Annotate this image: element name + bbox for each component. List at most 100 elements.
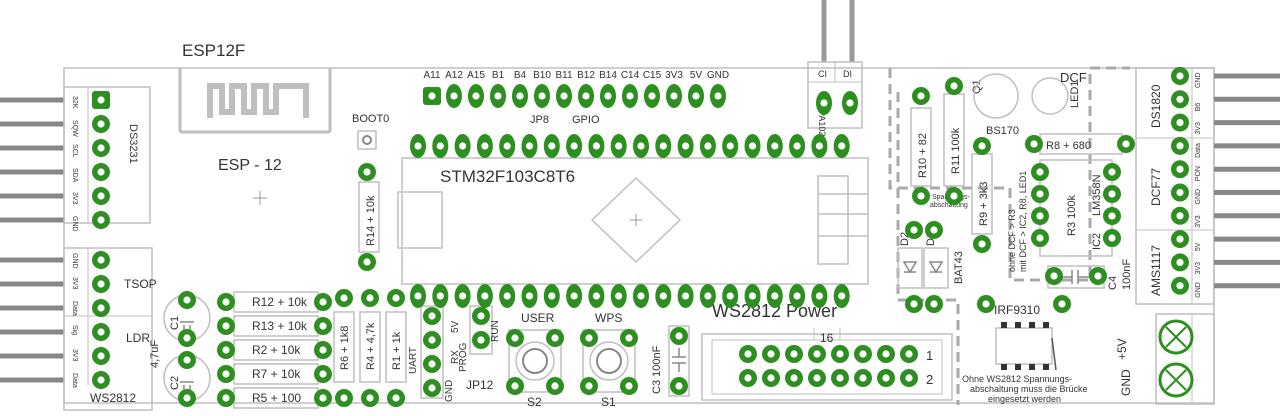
c1-label: C1 — [169, 316, 181, 330]
resistor-ref: R4 — [365, 356, 377, 370]
button-pad-hole — [511, 382, 519, 390]
stm32-module: STM32F103C8T6 — [397, 157, 869, 285]
resistor-ref: R12 — [252, 295, 274, 309]
gpio-pin-label: B12 — [577, 70, 595, 81]
gpio-pad-hole — [714, 92, 722, 100]
note-2: mit DCF > IC2, R8, LED1 — [1018, 171, 1028, 272]
resistor-value: 4,7k — [365, 322, 377, 343]
stm32-bottom-pad-hole — [704, 292, 712, 300]
dcf-area-pad-hole — [1108, 234, 1116, 242]
ws-pin16: 16 — [820, 331, 834, 345]
jp12-run: RUN — [490, 320, 501, 342]
cap-value: 4,7uF — [149, 340, 161, 368]
dcf-area-pad-hole — [1122, 140, 1130, 148]
irf-pin — [1029, 364, 1035, 370]
stm32-top-pad-hole — [615, 142, 623, 150]
sensor-pad-hole — [97, 328, 105, 336]
ws-power-pad-hole — [882, 350, 890, 358]
stm32-top-pad-hole — [704, 142, 712, 150]
r14-pad-top-hole — [363, 168, 371, 176]
ds3231-pad-hole — [97, 192, 105, 200]
ws-power-pad-hole — [744, 350, 752, 358]
gpio-name: GPIO — [572, 114, 600, 126]
right-pin-label: GND — [1195, 72, 1202, 88]
ws-power-pad-hole — [790, 350, 798, 358]
dcf-area-pad-hole — [1030, 140, 1038, 148]
gpio-pin-label: GND — [707, 70, 729, 81]
pads — [92, 67, 1189, 407]
ws-power-pad-hole — [813, 374, 821, 382]
right-pin-label: PON — [1195, 166, 1202, 181]
gpio-pin-label: B10 — [533, 70, 551, 81]
r11-label: R11 100k — [950, 127, 962, 174]
resistor-value: 100 — [281, 391, 301, 405]
c4-value: 100nF — [1121, 259, 1133, 290]
stm32-top-pad-hole — [748, 142, 757, 150]
esp12-label: ESP - 12 — [218, 157, 282, 174]
right-pin-label: GND — [1195, 282, 1202, 298]
jp12-rx: RX — [450, 350, 461, 364]
button-pad-hole — [585, 382, 593, 390]
ws-power-pad-hole — [905, 350, 913, 358]
r14-resistor: R14 + 10k — [358, 181, 380, 253]
dcf-area-pad-hole — [1050, 272, 1058, 280]
stm32-bottom-pad-hole — [838, 292, 846, 300]
jp12-pad-hole — [477, 336, 485, 344]
ws-power-pad-hole — [859, 350, 867, 358]
ws2812-power-header: WS2812 Power 16 1 2 — [701, 301, 953, 401]
esp12-center-mark — [253, 191, 267, 205]
gpio-pad-hole — [670, 92, 678, 100]
gpio-pad-hole — [472, 92, 480, 100]
boot0-label: BOOT0 — [352, 113, 389, 125]
c3-label: C3 100nF — [651, 345, 663, 394]
sensor-pin-label: 3V3 — [71, 349, 78, 362]
sensor-pad-hole — [97, 304, 105, 312]
apa102-pad-di-hole — [846, 99, 854, 107]
stm32-top-pad-hole — [503, 142, 511, 150]
stm32-top-pad-hole — [682, 142, 690, 150]
stm32-bottom-pad-hole — [548, 292, 556, 300]
ws-power-pad-hole — [767, 374, 775, 382]
dcf-area-pad-hole — [1108, 168, 1116, 176]
button-pad-hole — [511, 334, 519, 342]
diodes: D2 D1 BAT43 — [897, 232, 965, 289]
irf-pin — [1001, 364, 1007, 370]
right-pad-hole — [1176, 142, 1184, 150]
apa-di: DI — [843, 69, 852, 79]
ws-power-pad-hole — [767, 350, 775, 358]
resistor-sep: + — [267, 343, 281, 357]
ds3231-pin-label: SDA — [71, 168, 78, 183]
r14-label: R14 + 10k — [365, 195, 377, 246]
resistor-pad-right-hole — [319, 370, 327, 378]
ws-power-pad-hole — [744, 374, 752, 382]
right-pad-hole — [1176, 72, 1184, 80]
ws-power-label: WS2812 Power — [712, 301, 837, 321]
jp12-pad-hole — [428, 360, 436, 368]
dcf-area-pad-hole — [1036, 168, 1044, 176]
resistor-pad-left-hole — [222, 298, 230, 306]
ldr-label: LDR — [126, 331, 150, 345]
button-ref: S2 — [527, 395, 542, 409]
bat43-label: BAT43 — [953, 251, 965, 284]
dcf-area-pad-hole — [950, 192, 958, 200]
stm32-top-pad-hole — [659, 142, 667, 150]
button-name: USER — [521, 311, 555, 325]
right-pin-label: B6 — [1195, 103, 1202, 112]
ic2-ref: IC2 — [1091, 233, 1103, 250]
dcf-label: DCF — [1060, 70, 1087, 85]
ws-power-pad-hole — [882, 374, 890, 382]
gpio-pad-hole — [538, 92, 546, 100]
dcf-area-pad-hole — [1094, 272, 1102, 280]
button-frame — [582, 329, 636, 393]
jp12-pad-hole — [428, 336, 436, 344]
gpio-pin-label: A15 — [467, 70, 485, 81]
stm32-bottom-pad-hole — [592, 292, 601, 300]
ds1820-label: DS1820 — [1149, 84, 1163, 128]
gpio-pad-hole — [692, 92, 700, 100]
right-pad-hole — [1176, 258, 1184, 266]
button-name: WPS — [595, 311, 622, 325]
bs170-label: BS170 — [986, 125, 1019, 137]
resistor-v-pad-hole — [392, 394, 400, 402]
stm32-top-pad-hole — [793, 142, 801, 150]
stm32-label: STM32F103C8T6 — [440, 167, 575, 186]
